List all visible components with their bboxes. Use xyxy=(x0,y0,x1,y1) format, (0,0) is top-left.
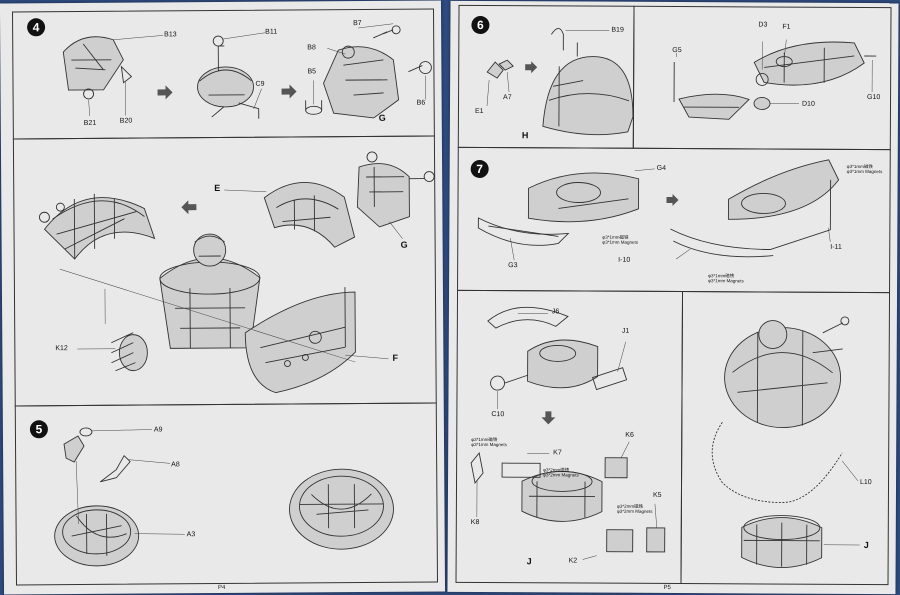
part-label: K2 xyxy=(568,557,578,565)
instruction-page-left: 4 xyxy=(0,0,446,595)
final-assembly-illustration xyxy=(711,316,860,569)
part-label: K6 xyxy=(625,431,634,439)
step-5-panel: 5 A9 A8 A3 xyxy=(14,402,438,586)
part-label: B20 xyxy=(119,117,133,125)
part-label: E xyxy=(214,183,221,194)
part-label: A7 xyxy=(503,94,512,102)
part-label: E1 xyxy=(474,107,484,116)
final-assembly-panel: L10 J xyxy=(680,291,891,586)
part-label: G4 xyxy=(656,164,667,172)
part-label: F xyxy=(392,352,398,363)
part-label: B13 xyxy=(164,31,177,39)
subassembly-label: J xyxy=(526,556,532,567)
step-j-illustration xyxy=(470,307,666,560)
part-label: B6 xyxy=(416,99,426,107)
part-label: C10 xyxy=(491,411,505,419)
part-label: A3 xyxy=(186,531,196,539)
part-label: B21 xyxy=(83,119,97,127)
part-label: A9 xyxy=(153,426,163,434)
main-assembly-panel: E G K12 F xyxy=(12,135,437,407)
part-label: B7 xyxy=(353,20,362,28)
part-label: B5 xyxy=(307,68,317,76)
step-6-panel: 6 B19 E1 A7 H xyxy=(457,4,635,149)
part-label: D3 xyxy=(758,21,768,29)
part-label: B8 xyxy=(307,44,316,52)
step-6-illustration xyxy=(486,27,634,136)
subassembly-label: G xyxy=(400,239,408,250)
part-label: I-10 xyxy=(618,256,631,264)
part-label: A8 xyxy=(171,461,180,469)
part-label: B19 xyxy=(611,26,624,34)
part-label: J6 xyxy=(551,308,560,316)
subassembly-label: J xyxy=(863,540,869,551)
page-number: P4 xyxy=(218,584,226,592)
part-label: G3 xyxy=(508,262,518,270)
main-assembly-illustration xyxy=(38,151,435,394)
instruction-page-right: 6 B19 E1 A7 H xyxy=(447,0,899,595)
part-label: L10 xyxy=(860,478,872,487)
part-label: G10 xyxy=(867,94,881,102)
step-7-illustration xyxy=(477,159,840,261)
step-6b-panel: D3 F1 G5 G10 D10 xyxy=(632,5,892,151)
part-label: K12 xyxy=(55,345,68,353)
part-label: K5 xyxy=(652,491,662,499)
part-label: F1 xyxy=(782,23,791,31)
step-5-illustration xyxy=(54,427,394,567)
part-label: K7 xyxy=(553,449,562,457)
step-6b-illustration xyxy=(673,39,877,120)
step-4-illustration xyxy=(62,23,432,119)
step-4-panel: 4 xyxy=(11,8,435,140)
part-label: D10 xyxy=(801,100,815,108)
part-label: J1 xyxy=(621,327,630,335)
part-label: I-11 xyxy=(830,243,842,251)
subassembly-label: G xyxy=(378,112,386,123)
part-label: C9 xyxy=(255,80,265,88)
part-label: K8 xyxy=(470,518,480,526)
page-number: P5 xyxy=(663,584,671,591)
part-label: B11 xyxy=(265,28,278,36)
part-label: G5 xyxy=(672,46,682,55)
subassembly-label: H xyxy=(521,130,529,141)
